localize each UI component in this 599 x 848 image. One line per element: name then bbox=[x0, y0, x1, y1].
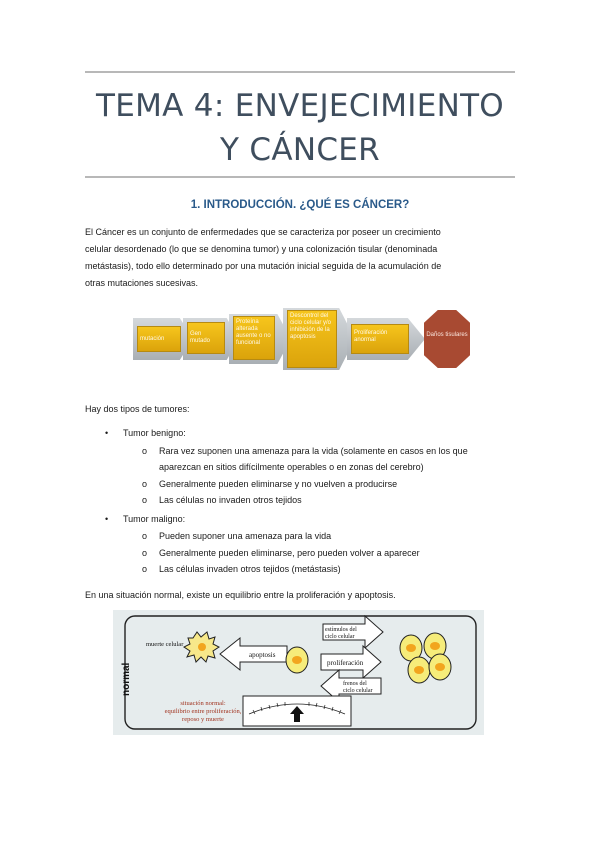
dividing-cell-nucleus bbox=[406, 644, 416, 652]
caption-line-2: equilibrio entre proliferación, bbox=[165, 708, 242, 715]
caption-line-3: reposo y muerte bbox=[182, 716, 224, 723]
section-heading: 1. INTRODUCCIÓN. ¿QUÉ ES CÁNCER? bbox=[190, 199, 410, 211]
dividing-cell-nucleus bbox=[430, 642, 440, 650]
caption-line-1: situación normal: bbox=[180, 700, 226, 707]
stimuli-label-2: ciclo celular bbox=[325, 634, 354, 640]
intro-line: metástasis), todo ello determinado por u… bbox=[85, 261, 442, 271]
flow-octagon-damage: Daños tisulares bbox=[424, 310, 470, 368]
intro-line: otras mutaciones sucesivas. bbox=[85, 278, 199, 288]
page-title-line-2: Y CÁNCER bbox=[219, 132, 380, 168]
malignant-label: Tumor maligno: bbox=[105, 511, 185, 527]
flow-box-proliferation: Proliferación anormal bbox=[351, 324, 409, 354]
flow-box-protein: Proteína alterada ausente o no funcional bbox=[233, 316, 275, 360]
benign-label: Tumor benigno: bbox=[105, 425, 186, 441]
dead-cell-label: muerte celular bbox=[146, 641, 184, 648]
flow-box-gene: Gen mutado bbox=[187, 322, 225, 354]
top-rule bbox=[85, 71, 515, 73]
apoptosis-label: apoptosis bbox=[249, 651, 276, 659]
normal-cell-nucleus bbox=[292, 656, 302, 664]
intro-line: celular desordenado (lo que se denomina … bbox=[85, 244, 438, 254]
brakes-label-1: frenos del bbox=[343, 680, 367, 687]
proliferation-label: proliferación bbox=[327, 659, 364, 667]
page-title-line-1: TEMA 4: ENVEJECIMIENTO bbox=[95, 88, 505, 124]
malignant-item-2: Generalmente pueden eliminarse, pero pue… bbox=[142, 545, 420, 561]
gauge-needle-arrow bbox=[290, 706, 304, 722]
diagram-side-label: normal bbox=[121, 662, 132, 696]
normal-balance-diagram: normal muerte celular apoptosis estímulo… bbox=[113, 610, 484, 735]
intro-line: El Cáncer es un conjunto de enfermedades… bbox=[85, 227, 441, 237]
dead-cell-nucleus bbox=[198, 643, 206, 651]
stimuli-arrow bbox=[322, 614, 384, 650]
benign-item-1-cont: aparezcan en sitios difícilmente operabl… bbox=[159, 462, 424, 472]
diagram-frame bbox=[124, 615, 477, 730]
malignant-item-1: Pueden suponer una amenaza para la vida bbox=[142, 528, 331, 544]
bottom-rule bbox=[85, 176, 515, 178]
benign-item-2: Generalmente pueden eliminarse y no vuel… bbox=[142, 476, 397, 492]
proliferation-arrow bbox=[320, 644, 382, 680]
stimuli-label-1: estímulos del bbox=[325, 627, 357, 633]
dividing-cell-nucleus bbox=[435, 663, 445, 671]
tumor-types-intro: Hay dos tipos de tumores: bbox=[85, 404, 190, 414]
cancer-flow-diagram: mutación Gen mutado Proteína alterada au… bbox=[133, 306, 473, 372]
flow-box-mutation: mutación bbox=[137, 326, 181, 352]
benign-item-3: Las células no invaden otros tejidos bbox=[142, 492, 302, 508]
brakes-arrow bbox=[320, 668, 382, 704]
brakes-label-2: ciclo celular bbox=[343, 688, 372, 694]
flow-box-cell-cycle: Descontrol del ciclo celular y/o inhibic… bbox=[287, 310, 337, 368]
gauge-ticks bbox=[252, 702, 342, 715]
malignant-item-3: Las células invaden otros tejidos (metás… bbox=[142, 561, 341, 577]
dividing-cell-nucleus bbox=[414, 666, 424, 674]
gauge-arc bbox=[248, 703, 346, 715]
normal-situation-sentence: En una situación normal, existe un equil… bbox=[85, 590, 396, 600]
benign-item-1: Rara vez suponen una amenaza para la vid… bbox=[142, 443, 468, 459]
